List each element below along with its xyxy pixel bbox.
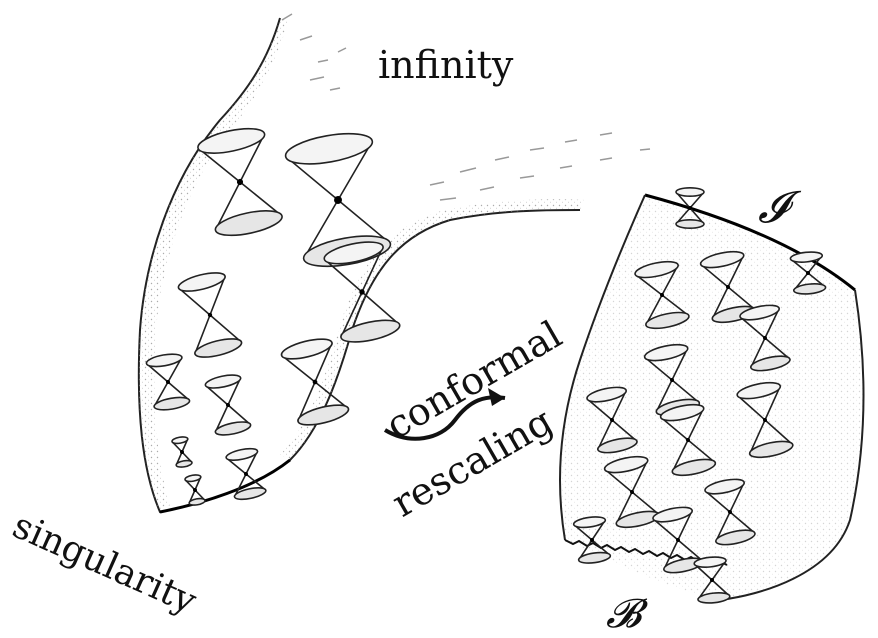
light-cone	[145, 353, 191, 411]
light-cone	[184, 474, 206, 506]
light-cone	[280, 338, 350, 426]
rescaled-spacetime-region	[559, 193, 865, 601]
light-cone	[225, 447, 267, 501]
rescaled-spacetime-fill	[560, 195, 864, 600]
light-cone	[652, 506, 704, 574]
light-cone	[323, 241, 401, 343]
light-cone	[675, 186, 705, 229]
light-cone	[699, 250, 757, 324]
scri-label: 𝓘	[758, 182, 788, 233]
light-cone	[177, 272, 243, 358]
infinity-label: infinity	[378, 43, 514, 87]
rescaling-arrow	[383, 395, 506, 441]
light-cone	[171, 436, 193, 468]
light-cone	[739, 304, 791, 372]
physical-spacetime-region	[137, 13, 651, 514]
light-cone	[789, 251, 827, 295]
light-cone	[659, 403, 717, 477]
light-cones	[145, 127, 827, 604]
light-cone	[572, 516, 612, 564]
light-cone	[586, 386, 638, 454]
boundary-label: 𝓑	[606, 591, 642, 637]
rescaled-outline-right	[719, 289, 865, 601]
light-cone	[736, 381, 794, 459]
light-cone	[197, 127, 283, 237]
rescaled-outline-left	[559, 194, 646, 541]
singularity-edge	[159, 458, 291, 514]
stipple-shade-right	[280, 199, 585, 461]
light-cone	[704, 478, 756, 546]
light-cone	[204, 374, 252, 436]
stipple-shade-left	[138, 18, 288, 512]
light-cone	[693, 556, 731, 604]
rescaling-arrow-head	[488, 388, 505, 406]
scri-boundary-line	[644, 193, 856, 292]
light-cone	[634, 260, 690, 330]
infinity-dashes	[281, 13, 651, 201]
